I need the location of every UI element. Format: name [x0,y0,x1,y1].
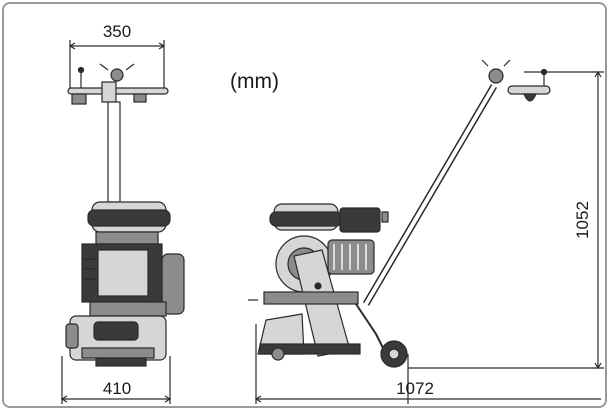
unit-label: (mm) [230,70,279,93]
dim-value-350: 350 [103,22,131,41]
dim-value-1052: 1052 [573,201,592,239]
dim-value-1072: 1072 [396,379,434,398]
dim-line-1052 [408,70,604,370]
drawing-frame: (mm) 350 410 1072 1052 [2,2,607,408]
side-view [248,59,604,404]
dim-value-410: 410 [103,379,131,398]
machine-dimension-drawing: (mm) 350 410 1072 1052 [60,22,604,404]
dim-line-350 [68,40,166,92]
dim-line-1072 [254,324,601,404]
front-handle [67,63,169,203]
side-frame [248,249,385,357]
front-view [60,40,185,404]
front-base [65,301,167,367]
side-handle [362,59,551,306]
side-wheel [271,340,408,368]
dim-line-410 [60,356,172,404]
front-engine [81,201,185,315]
